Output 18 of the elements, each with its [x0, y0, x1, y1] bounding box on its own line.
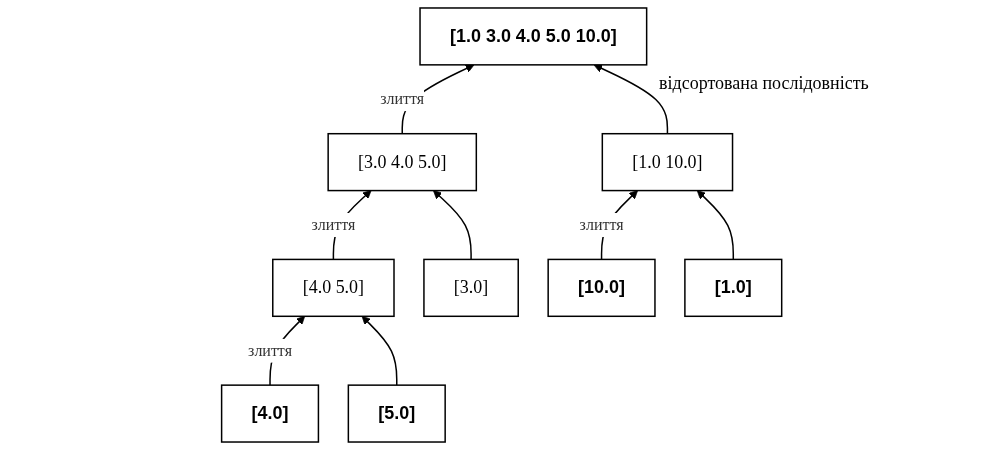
node-box: [5.0]: [347, 384, 447, 443]
node-box: [4.0 5.0]: [272, 258, 396, 318]
node-box: [4.0]: [221, 384, 320, 443]
arrow: [593, 64, 669, 135]
node-box: [1.0 3.0 4.0 5.0 10.0]: [419, 7, 648, 66]
node-box: [3.0 4.0 5.0]: [327, 132, 478, 192]
node-box: [3.0]: [423, 258, 520, 318]
arrow: [433, 190, 473, 261]
arrow: [697, 190, 735, 261]
node-box: [10.0]: [547, 258, 657, 318]
arrow: [362, 315, 398, 386]
edge-label: злиття: [248, 341, 293, 359]
node-caption: відсортована послідовність: [659, 72, 869, 94]
node-box: [1.0 10.0]: [601, 132, 734, 192]
edge-label: злиття: [579, 216, 624, 233]
edge-label: злиття: [380, 90, 425, 108]
edge-label: злиття: [311, 216, 356, 233]
node-box: [1.0]: [684, 258, 783, 318]
